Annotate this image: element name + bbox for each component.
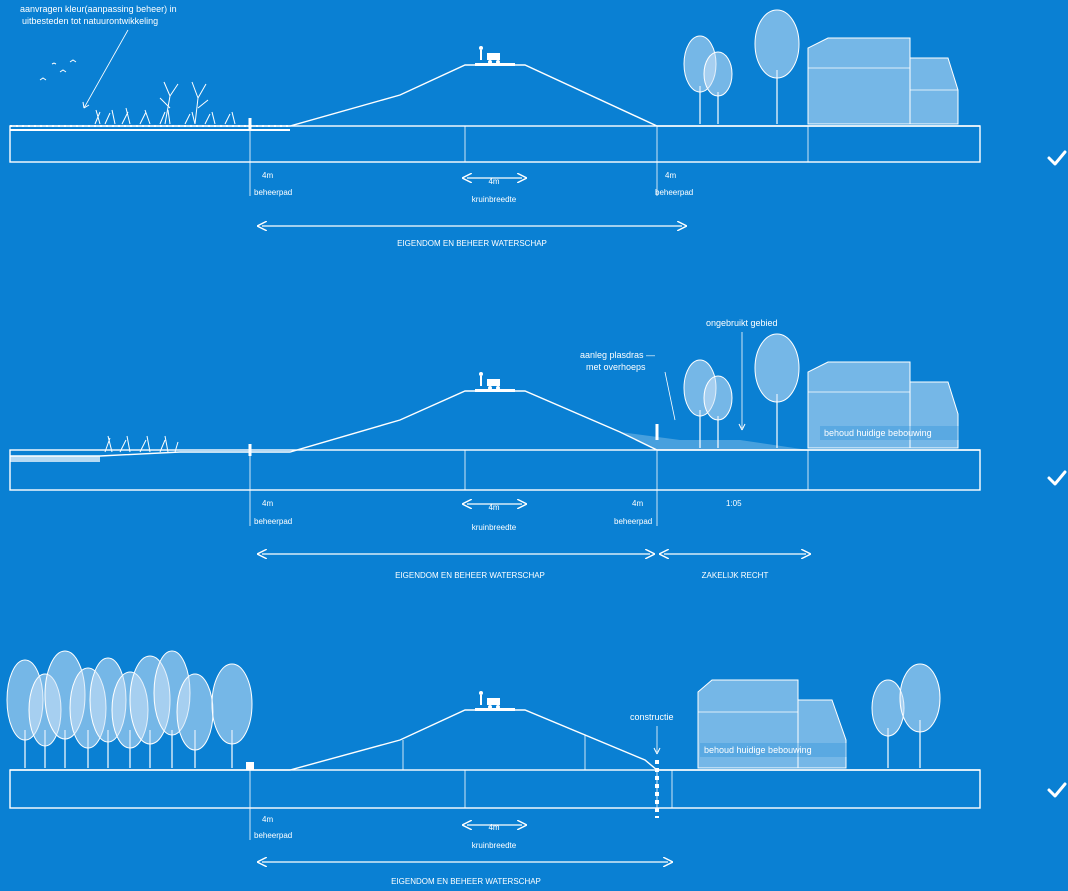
property-right-label: ZAKELIJK RECHT [702,571,769,580]
dike-profile [10,390,980,457]
person-on-crest-icon [479,691,500,709]
crest-width: 4m [488,503,499,512]
construction-label: constructie [630,712,674,722]
note-line-1: aanvragen kleur(aanpassing beheer) in [20,4,177,14]
path-right-width: 4m [665,171,676,180]
section-2: behoud huidige bebouwing aanleg plasdras… [9,318,1067,580]
keep-buildings-label: behoud huidige bebouwing [824,428,932,438]
houses [807,361,959,449]
note-line-2: uitbesteden tot natuurontwikkeling [22,16,158,26]
ownership-label-2: EIGENDOM EN BEHEER WATERSCHAP [395,571,545,580]
vegetation-note-1: aanleg plasdras — [580,350,655,360]
reed-vegetation [104,435,179,453]
houses [697,679,847,769]
path-right-label: beheerpad [655,188,693,197]
path-right-label: beheerpad [614,517,652,526]
trees-group [683,333,800,448]
section-1: aanvragen kleur(aanpassing beheer) in ui… [9,4,1067,248]
path-left-width: 4m [262,499,273,508]
forest [6,650,253,768]
crest-label: kruinbreedte [472,195,517,204]
unused-garden-label: ongebruikt gebied [706,318,778,328]
crest-width: 4m [488,177,499,186]
ground-block [9,449,981,491]
birds-icon [39,59,77,81]
person-on-crest-icon [479,372,500,390]
trees-group [871,663,941,768]
path-right-width: 4m [632,499,643,508]
path-left-label: beheerpad [254,517,292,526]
crest-label: kruinbreedte [472,523,517,532]
crest-width: 4m [488,823,499,832]
reed-vegetation [94,81,236,125]
path-left-width: 4m [262,815,273,824]
fence [10,125,290,131]
path-left-width: 4m [262,171,273,180]
section-3: constructie behoud huidige bebouwing 4m … [6,650,1067,886]
checkmark-icon [1047,470,1067,486]
keep-buildings-label: behoud huidige bebouwing [704,745,812,755]
path-left-label: beheerpad [254,188,292,197]
checkmark-icon [1047,782,1067,798]
checkmark-icon [1047,150,1067,166]
dike-profile [10,64,980,127]
ownership-label-1: EIGENDOM EN BEHEER WATERSCHAP [397,239,547,248]
ownership-label-3: EIGENDOM EN BEHEER WATERSCHAP [391,877,541,886]
vegetation-note-2: met overhoeps [586,362,646,372]
person-on-crest-icon [479,46,500,64]
ground-block [9,125,981,163]
ground-block [9,769,981,809]
trees-group [683,9,800,124]
extra-width: 1:05 [726,499,742,508]
path-left-label: beheerpad [254,831,292,840]
crest-label: kruinbreedte [472,841,517,850]
houses [807,37,959,125]
